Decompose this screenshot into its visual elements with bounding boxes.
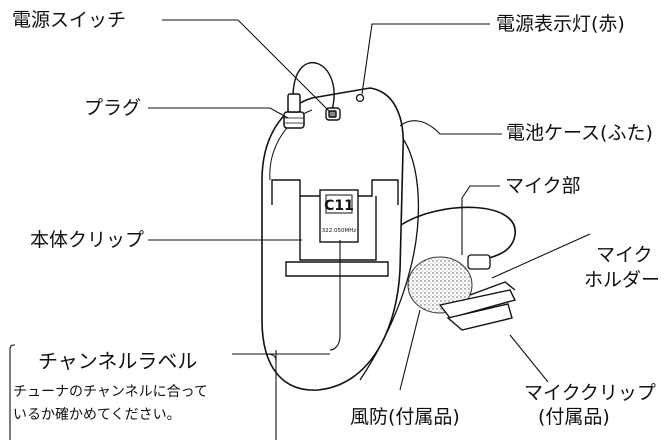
label-mic-clip-2: (付属品) [538, 406, 610, 428]
callout-line-2: いるか確かめてください。 [13, 407, 181, 423]
callout-box [9, 344, 277, 440]
plug [283, 62, 335, 129]
label-mic-part: マイク部 [505, 175, 581, 197]
channel-number: C11 [324, 198, 354, 214]
label-windscreen: 風防(付属品) [350, 406, 460, 428]
microphone [407, 254, 491, 314]
callout-line-1: チューナのチャンネルに合って [13, 384, 208, 400]
leader-lines [148, 19, 591, 391]
label-mic-holder-1: マイク [596, 244, 653, 266]
power-lamp [355, 93, 365, 103]
label-body-clip: 本体クリップ [30, 229, 145, 251]
callout-title: チャンネルラベル [38, 349, 198, 373]
mic-clip-shape [438, 281, 517, 331]
windscreen [407, 256, 473, 314]
mic-cable [400, 206, 516, 263]
channel-label: C11 322.050MHz [319, 189, 359, 243]
label-mic-holder-2: ホルダー [584, 269, 661, 291]
label-power-lamp: 電源表示灯(赤) [496, 13, 625, 35]
label-plug: プラグ [84, 97, 142, 119]
label-power-switch: 電源スイッチ [12, 9, 127, 31]
channel-frequency: 322.050MHz [322, 228, 357, 234]
label-battery-case: 電池ケース(ふた) [506, 122, 653, 144]
label-mic-clip-1: マイククリップ [524, 382, 656, 404]
